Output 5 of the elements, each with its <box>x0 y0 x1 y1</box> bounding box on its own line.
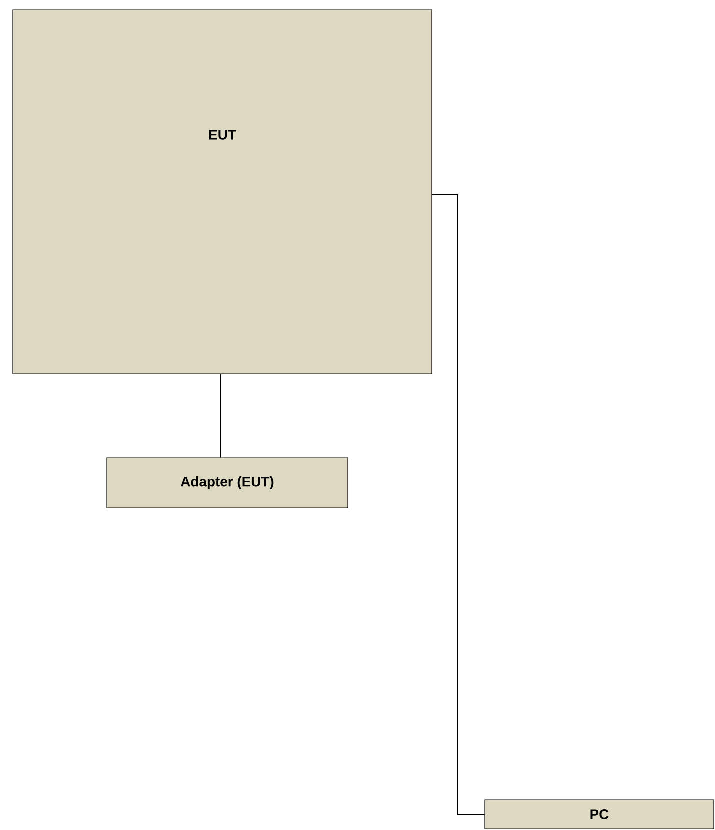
pc-box: PC <box>484 800 714 830</box>
device-box: EUT <box>12 10 432 374</box>
adapter-box: Adapter (EUT) <box>106 458 348 508</box>
connector-line <box>432 194 486 815</box>
connector-line <box>220 374 222 458</box>
